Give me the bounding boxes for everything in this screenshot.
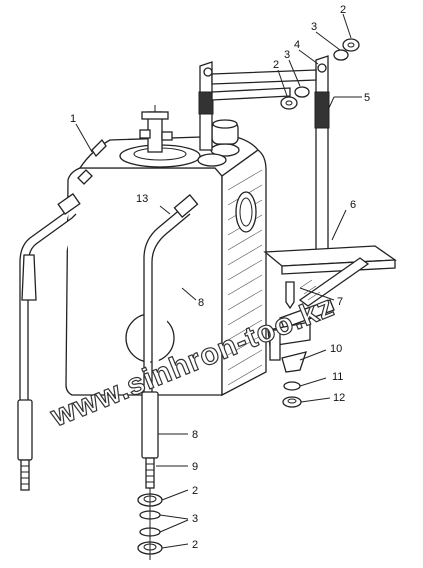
- nut-2-top: [342, 38, 360, 52]
- bracket-bolt-right: [317, 63, 327, 73]
- label-3-left: 3: [284, 49, 290, 61]
- left-hose: [17, 399, 33, 461]
- right-fitting: [145, 457, 155, 489]
- label-7: 7: [337, 296, 343, 308]
- label-6: 6: [350, 199, 356, 211]
- mounting-bracket: [198, 55, 397, 408]
- label-8-lower: 8: [192, 429, 198, 441]
- left-fitting: [20, 459, 30, 491]
- nut-2-left: [280, 96, 298, 110]
- label-13: 13: [136, 193, 148, 205]
- label-2-nut-bottom: 2: [192, 539, 198, 551]
- label-4: 4: [294, 39, 300, 51]
- label-3-top: 3: [311, 21, 317, 33]
- label-10: 10: [330, 343, 342, 355]
- fuel-line-left: [17, 193, 81, 491]
- label-9: 9: [192, 461, 198, 473]
- tank-side-hatching: [227, 169, 263, 386]
- label-2-top: 2: [340, 4, 346, 16]
- right-hose: [141, 391, 159, 459]
- washer-11: [283, 381, 301, 391]
- label-11: 11: [332, 371, 343, 383]
- label-2-nut-top: 2: [192, 485, 198, 497]
- level-gauge: [235, 191, 257, 233]
- label-12: 12: [333, 392, 345, 404]
- washer-3-top: [333, 49, 349, 61]
- leader-lines: [75, 13, 362, 549]
- label-3-washers: 3: [192, 513, 198, 525]
- rubber-pad-right: [314, 91, 330, 129]
- label-2-left: 2: [273, 59, 279, 71]
- bracket-hardware: [280, 38, 360, 110]
- label-5: 5: [364, 92, 370, 104]
- bolt-7: [285, 281, 295, 310]
- label-1: 1: [70, 113, 76, 125]
- clamp-plate: [281, 351, 307, 373]
- label-8-upper: 8: [198, 297, 204, 309]
- rubber-pad-left: [198, 91, 214, 115]
- fuel-line-right: [137, 194, 199, 560]
- bracket-bolt-left: [203, 67, 213, 77]
- callout-labels: 1 2 3 4 3 2 5 6 7 8 13 10 11 12 8 9 2 3 …: [70, 4, 370, 551]
- washer-3-left: [294, 86, 310, 98]
